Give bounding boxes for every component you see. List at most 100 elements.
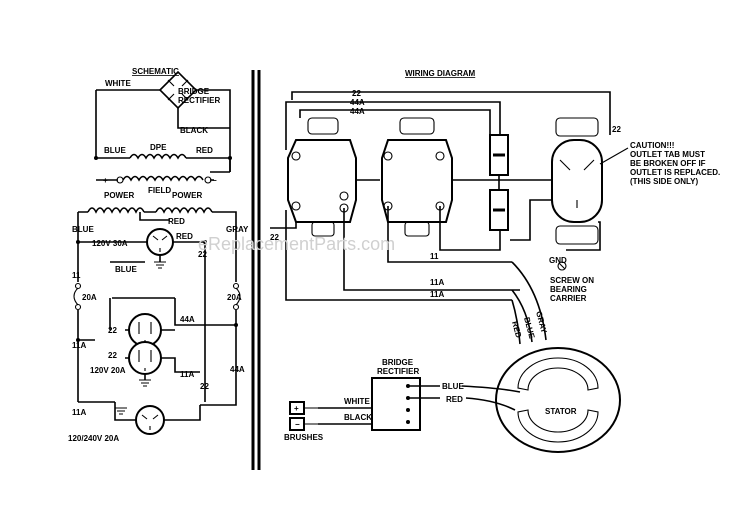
wiring-red-label: RED (446, 395, 463, 404)
wiring-breaker-lower (489, 189, 509, 231)
wiring-11-label: 11 (430, 252, 439, 261)
schematic-breaker-right (232, 282, 241, 311)
schematic-44a-right-label: 44A (230, 365, 245, 374)
schematic-blue-left-label: BLUE (72, 225, 94, 234)
schematic-dpe-coil (129, 153, 187, 160)
wiring-receptacle-2 (381, 117, 453, 237)
schematic-blue-lower-label: BLUE (115, 265, 137, 274)
schematic-junction-dots (76, 156, 238, 342)
schematic-power1-label: POWER (104, 191, 134, 200)
wiring-stator-label: STATOR (545, 407, 577, 416)
wiring-title: WIRING DIAGRAM (405, 69, 476, 78)
wiring-brush-leads (318, 407, 372, 425)
wiring-11a-wire-2 (285, 210, 512, 301)
schematic-ground-240v-icon (115, 407, 127, 415)
schematic-bridge-rectifier (158, 70, 198, 110)
wiring-caution-title: CAUTION!!! (630, 141, 674, 150)
schematic-dpe-right-wire (186, 157, 231, 172)
schematic-cb-right-label: 20A (227, 293, 242, 302)
wiring-bridge-label: BRIDGE (382, 358, 414, 367)
wiring-black-label: BLACK (344, 413, 372, 422)
wiring-44a-label-2: 44A (350, 107, 365, 116)
schematic-11a-left-label: 11A (72, 341, 86, 350)
wiring-11a-label-1: 11A (430, 278, 444, 287)
wiring-lead-blue-label: BLUE (522, 316, 537, 340)
schematic-red-mid-label: RED (168, 217, 185, 226)
wiring-white-label: WHITE (344, 397, 370, 406)
schematic-duplex-links (125, 329, 200, 380)
wiring-11a-label-2: 11A (430, 290, 444, 299)
wiring-ground-screw-icon (557, 261, 567, 271)
schematic-power2-label: POWER (172, 191, 202, 200)
schematic-black-label: BLACK (180, 126, 208, 135)
schematic-rectifier-label: RECTIFIER (178, 96, 220, 105)
schematic-blue-top-label: BLUE (104, 146, 126, 155)
schematic-30a-wires (78, 241, 206, 402)
schematic-20a-receptacle-label: 120V 20A (90, 366, 126, 375)
wiring-receptacle-1 (287, 117, 357, 237)
wiring-22-top-wire (291, 91, 611, 135)
wiring-22-right-label: 22 (612, 125, 621, 134)
schematic-white-label: WHITE (105, 79, 131, 88)
wiring-22-left-label: 22 (270, 233, 279, 242)
schematic-cb-left-label: 20A (82, 293, 97, 302)
schematic-ground-30a-icon (154, 261, 166, 269)
schematic-duplex-wires (78, 297, 236, 341)
schematic-11-label: 11 (72, 271, 81, 280)
wiring-ground-wire (566, 221, 601, 251)
wiring-screw-label-2: BEARING (550, 285, 587, 294)
schematic-breaker-left (73, 282, 82, 311)
schematic-power-joint (139, 211, 170, 221)
schematic-30a-label: 120V 30A (92, 239, 128, 248)
schematic-brush-right (204, 176, 212, 184)
wiring-44a-wire-2 (299, 109, 491, 135)
wiring-brush-plus: + (294, 404, 299, 413)
schematic-field-minus: − (212, 176, 217, 185)
schematic-red-recept-label: RED (176, 232, 193, 241)
wiring-caution-line2: OUTLET TAB MUST (630, 150, 705, 159)
schematic-44a-a-label: 44A (180, 315, 195, 324)
schematic-240v-label: 120/240V 20A (68, 434, 119, 443)
schematic-22-right-label: 22 (200, 382, 209, 391)
schematic-duplex-lower-receptacle (128, 341, 162, 375)
wiring-caution-line3: BE BROKEN OFF IF (630, 159, 706, 168)
watermark-text: eReplacementParts.com (198, 234, 395, 254)
wiring-caution-pointer (599, 147, 629, 165)
wiring-screw-label-3: CARRIER (550, 294, 587, 303)
wiring-brushes-label: BRUSHES (284, 433, 324, 442)
schematic-22-mid-label: 22 (198, 250, 207, 259)
schematic-240v-receptacle (135, 405, 165, 435)
wiring-breaker-upper (489, 134, 509, 176)
schematic-bridge-label: BRIDGE (178, 87, 210, 96)
schematic-left-bus (77, 211, 115, 403)
wiring-blue-label: BLUE (442, 382, 464, 391)
wiring-screw-label-1: SCREW ON (550, 276, 594, 285)
schematic-power1-coil (87, 207, 145, 214)
schematic-gray-label: GRAY (226, 225, 249, 234)
schematic-22-left-label: 22 (108, 326, 117, 335)
wiring-twistlock-receptacle (551, 117, 603, 245)
wiring-44a-wire-1 (285, 101, 501, 150)
schematic-22-left2-label: 22 (108, 351, 117, 360)
schematic-11a-bottom-label: 11A (72, 408, 86, 417)
schematic-right-bus (200, 211, 237, 406)
schematic-dpe-label: DPE (150, 143, 167, 152)
wiring-cross-links (356, 179, 552, 241)
wiring-lead-gray-label: GRAY (534, 310, 549, 335)
section-divider (251, 70, 261, 470)
wiring-gnd-label: GND (549, 256, 567, 265)
schematic-black-wire (177, 108, 230, 129)
wiring-caution-line5: (THIS SIDE ONLY) (630, 177, 698, 186)
schematic-30a-receptacle (146, 228, 174, 256)
schematic-red-top-label: RED (196, 146, 213, 155)
wiring-stator (495, 347, 621, 453)
schematic-field-label: FIELD (148, 186, 171, 195)
schematic-power2-coil (155, 207, 213, 214)
wiring-11a-wire-1 (343, 208, 520, 291)
wiring-22-left-wire (270, 222, 297, 229)
schematic-top-wire (95, 89, 231, 173)
schematic-field-plus: + (103, 176, 108, 185)
wiring-brush-minus: − (295, 420, 300, 429)
